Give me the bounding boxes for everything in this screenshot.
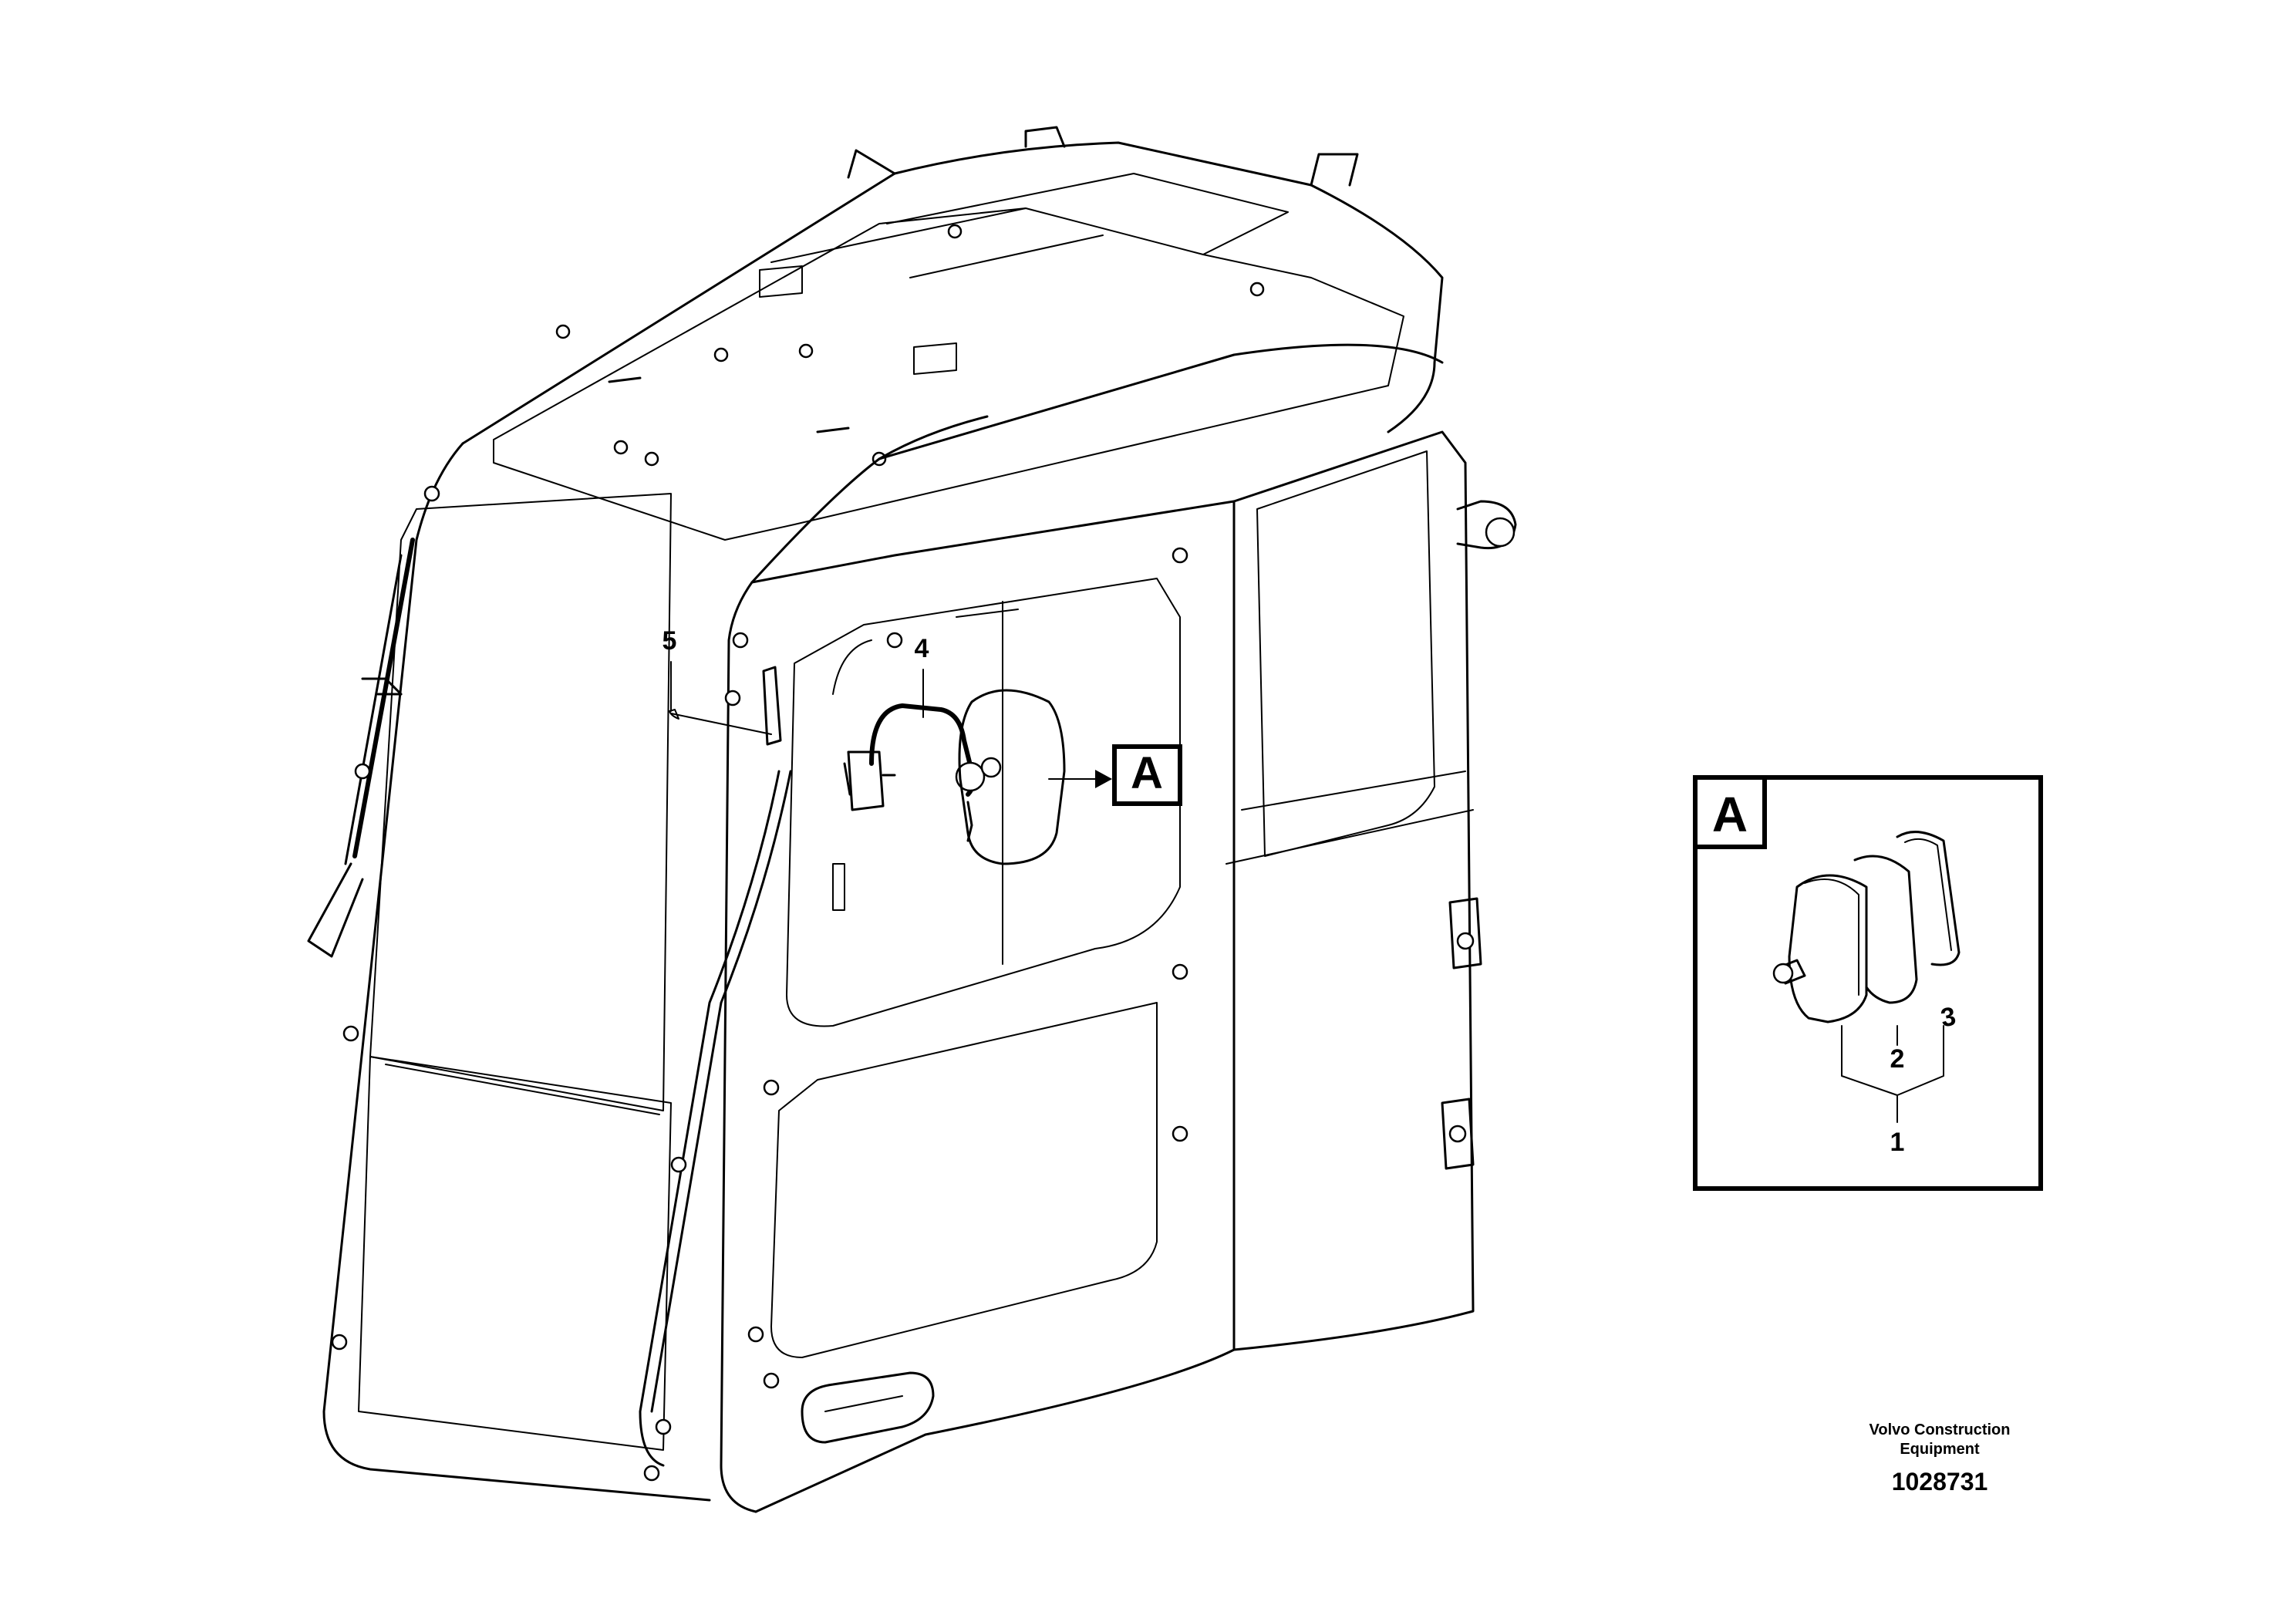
publisher-line-1: Volvo Construction (1870, 1421, 2011, 1438)
callout-4: 4 (915, 634, 929, 718)
callout-2: 2 (1890, 1044, 1905, 1074)
callout-5: 5 (663, 626, 677, 712)
detail-marker-a-label: A (1131, 748, 1163, 798)
publisher-line-2: Equipment (1900, 1441, 1980, 1458)
cab-illustration (307, 126, 1517, 1513)
drawing-number: 1028731 (1892, 1468, 1988, 1496)
detail-a-inset-label: A (1712, 787, 1748, 842)
title-block: Volvo Construction Equipment 1028731 (1870, 1421, 2011, 1496)
detail-a-inset: A (1693, 775, 2043, 1191)
callout-5-label: 5 (663, 626, 677, 656)
callout-4-label: 4 (915, 634, 929, 663)
detail-marker-a: A (1048, 744, 1182, 806)
callout-2-label: 2 (1890, 1044, 1905, 1074)
callout-1-label: 1 (1890, 1128, 1905, 1157)
mirror-assembly-4 (843, 689, 1066, 865)
callout-1: 1 (1890, 1128, 1905, 1157)
